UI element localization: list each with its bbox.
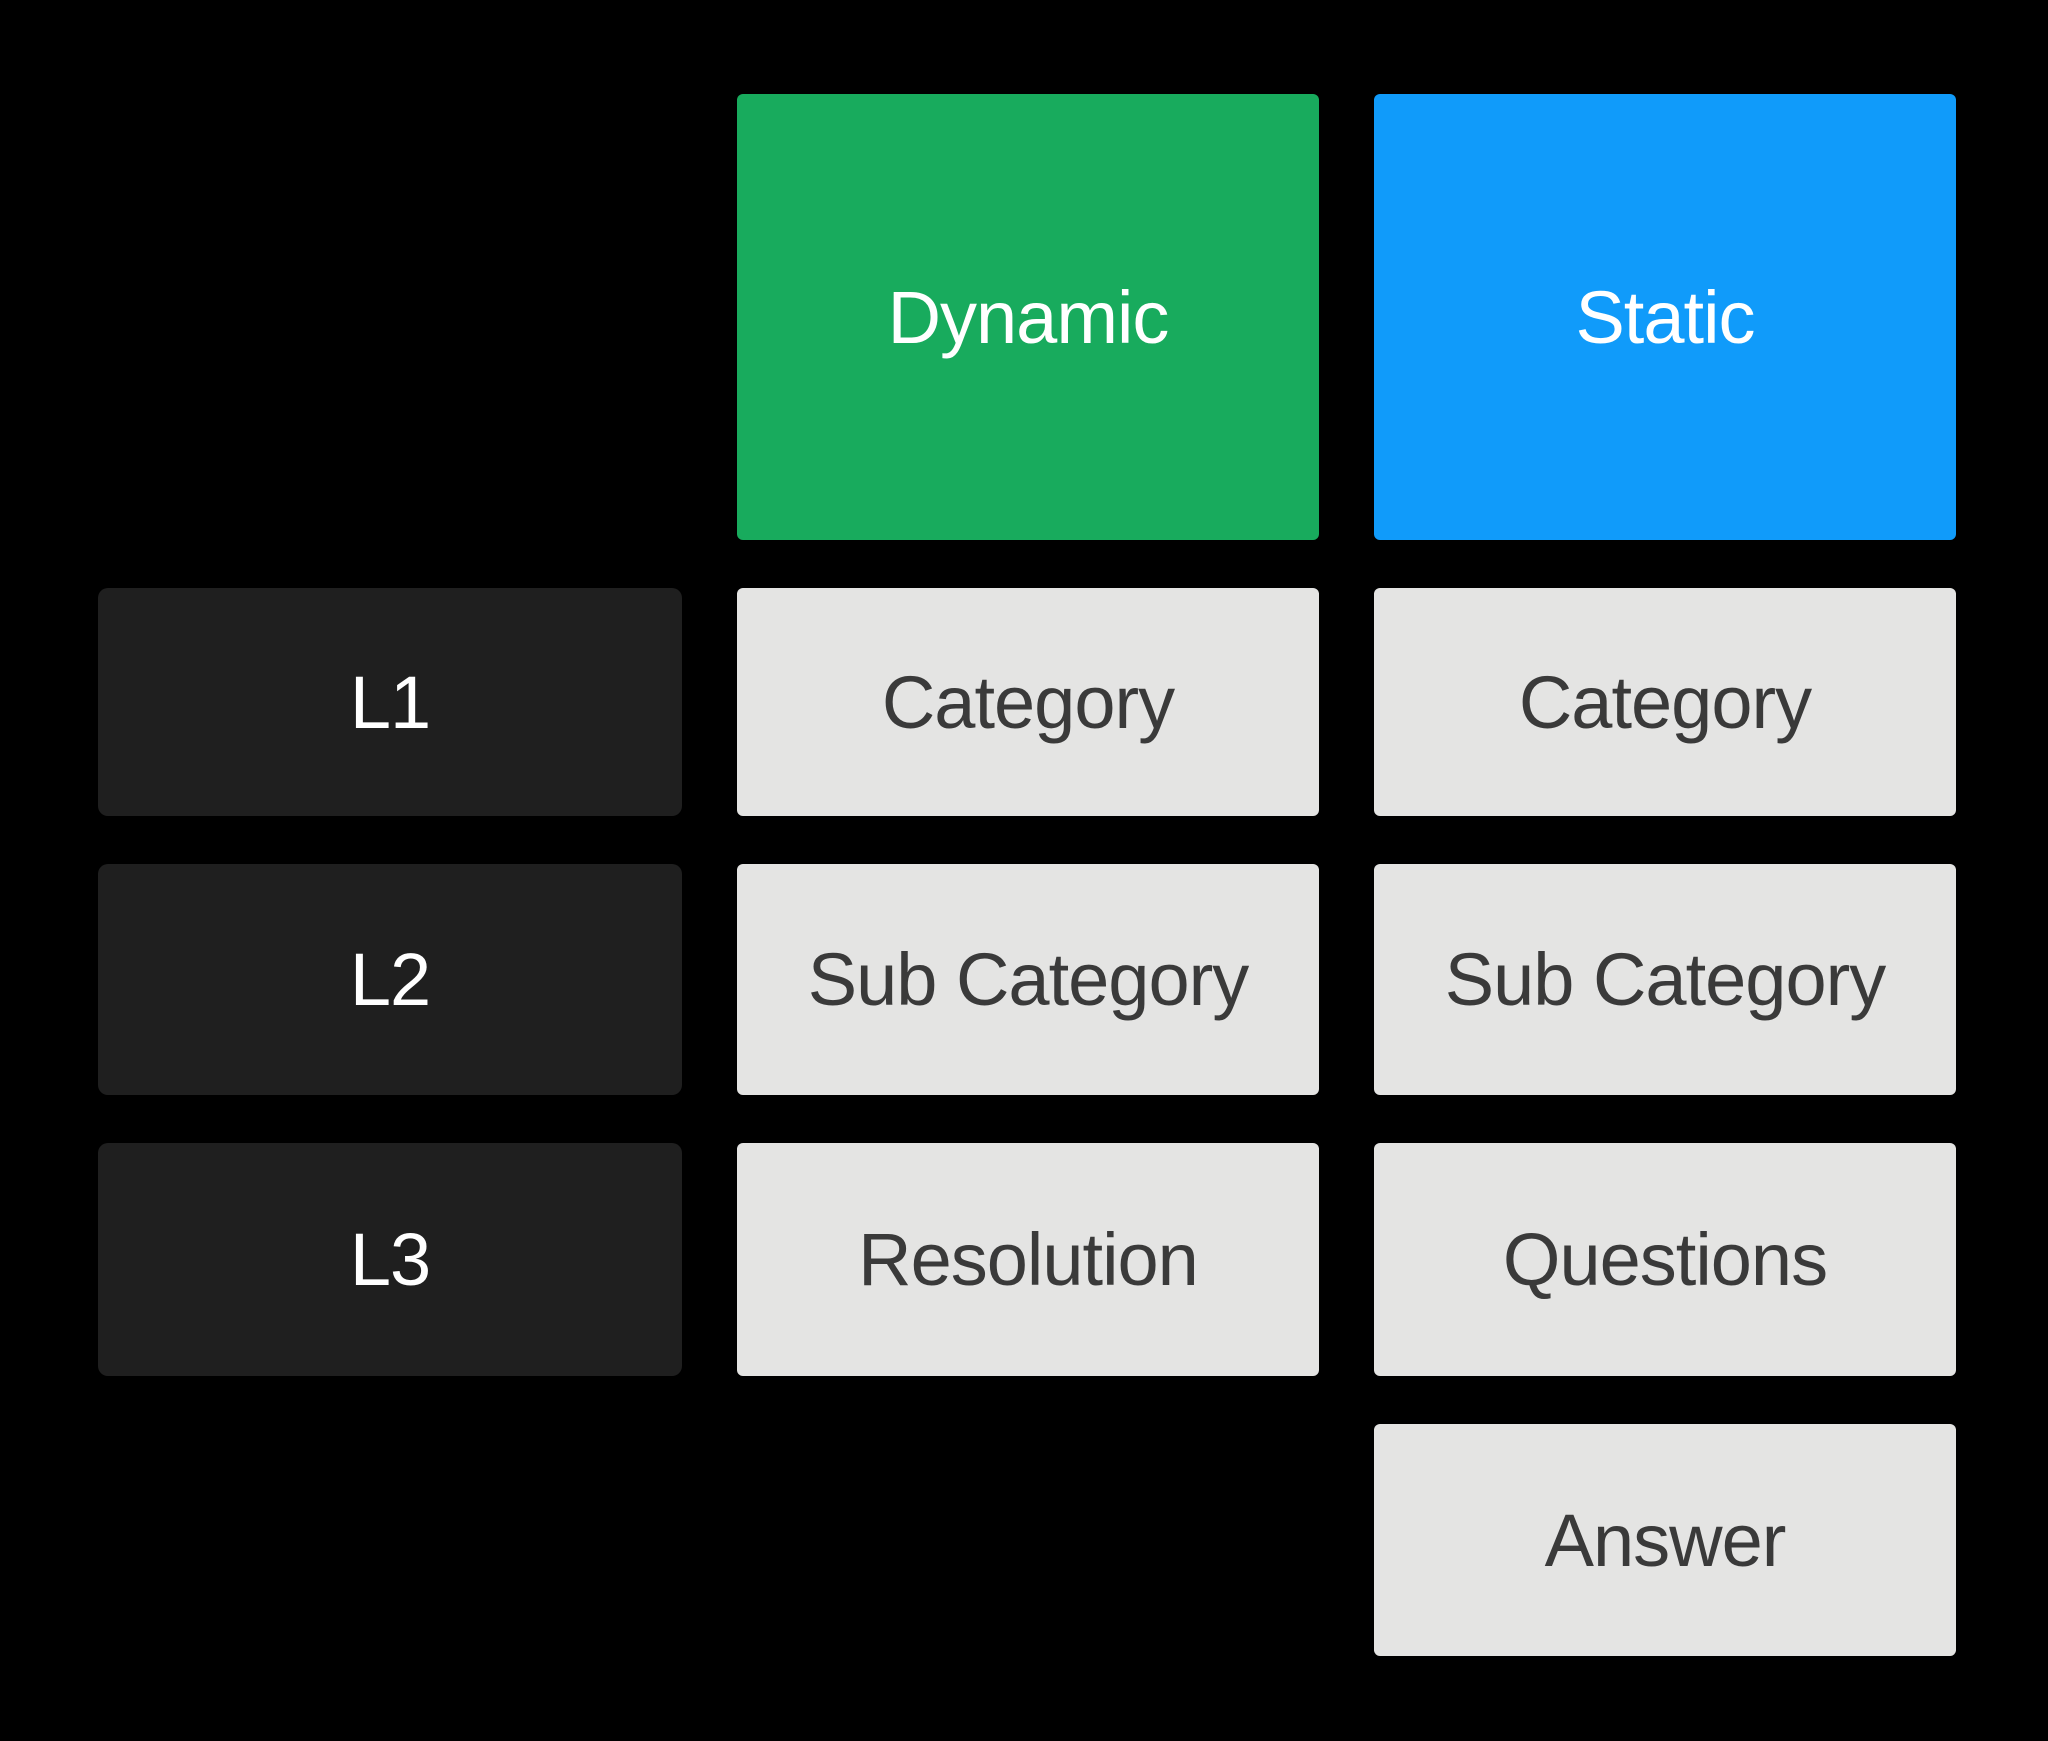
dynamic-l1-category-box: Category bbox=[737, 588, 1319, 816]
dynamic-l3-resolution-box: Resolution bbox=[737, 1143, 1319, 1376]
level-l2-box: L2 bbox=[98, 864, 682, 1095]
level-l3-box: L3 bbox=[98, 1143, 682, 1376]
dynamic-l2-sub-category-box: Sub Category bbox=[737, 864, 1319, 1095]
static-l1-category-box: Category bbox=[1374, 588, 1956, 816]
static-l2-sub-category-box: Sub Category bbox=[1374, 864, 1956, 1095]
level-l1-box: L1 bbox=[98, 588, 682, 816]
static-answer-box: Answer bbox=[1374, 1424, 1956, 1656]
static-l3-questions-box: Questions bbox=[1374, 1143, 1956, 1376]
dynamic-column-header: Dynamic bbox=[737, 94, 1319, 540]
taxonomy-comparison-diagram: Dynamic Static L1 L2 L3 Category Sub Cat… bbox=[98, 94, 1956, 1656]
static-column-header: Static bbox=[1374, 94, 1956, 540]
